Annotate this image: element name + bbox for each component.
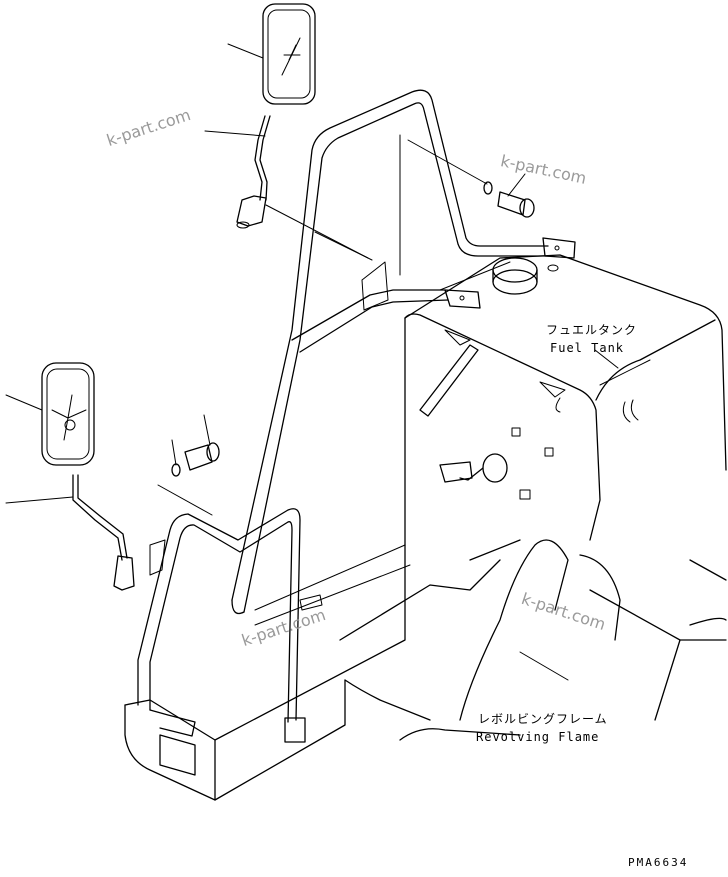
fuel-tank xyxy=(404,254,727,546)
upper-mirror xyxy=(262,3,316,105)
upper-mirror-stay xyxy=(236,115,271,229)
fuel-tank-label-en: Fuel Tank xyxy=(550,341,625,355)
drawing-code: PMA6634 xyxy=(628,856,689,869)
bolt-right xyxy=(483,181,535,218)
lower-mirror-stay xyxy=(72,474,166,591)
leader-lines xyxy=(5,43,651,681)
large-handrail xyxy=(231,89,576,615)
revolving-frame xyxy=(124,539,727,801)
frame-label-jp: レボルビングフレーム xyxy=(478,712,608,726)
small-handrail xyxy=(137,508,306,743)
bolt-left xyxy=(171,442,220,477)
frame-label-en: Revolving Flame xyxy=(476,730,600,744)
fuel-tank-label-jp: フュエルタンク xyxy=(546,323,638,337)
lower-mirror xyxy=(41,362,95,466)
